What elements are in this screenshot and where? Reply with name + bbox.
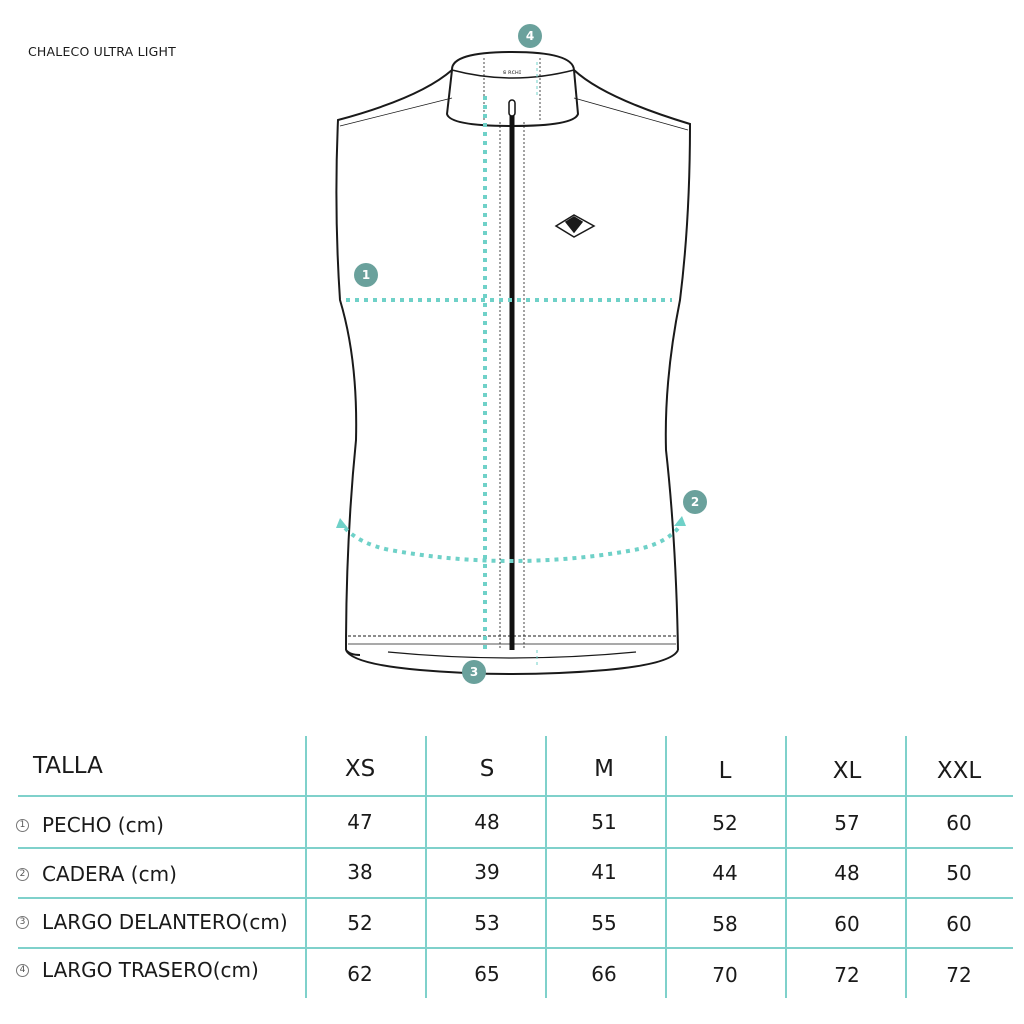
vest-diagram: ꞩ ʀᴄʜɪ 4 1	[335, 24, 707, 684]
table-cell: 55	[591, 911, 617, 935]
table-cell: 65	[474, 962, 500, 986]
badge-3-text: 3	[470, 665, 478, 679]
table-cell: 58	[712, 912, 738, 936]
row-number-icon: 2	[16, 867, 29, 881]
table-cell: 66	[591, 962, 617, 986]
chest-logo-icon	[554, 214, 596, 238]
table-cell: 70	[712, 963, 738, 987]
table-cell: 47	[347, 810, 373, 834]
hip-arrow-left-icon	[336, 518, 348, 528]
vest-collar	[445, 50, 580, 128]
table-cell: 53	[474, 911, 500, 935]
table-cell: 52	[712, 811, 738, 835]
table-cell: 72	[834, 963, 860, 987]
table-divider	[665, 736, 667, 998]
badge-1-text: 1	[362, 268, 370, 282]
badge-1: 1	[354, 263, 378, 287]
table-cell: 41	[591, 860, 617, 884]
badge-2-text: 2	[691, 495, 699, 509]
table-divider	[545, 736, 547, 998]
table-divider	[18, 847, 1013, 849]
badge-4: 4	[518, 24, 542, 48]
size-header: XXL	[936, 758, 982, 784]
row-number-icon: 3	[16, 915, 29, 929]
badge-2: 2	[683, 490, 707, 514]
table-cell: 60	[946, 912, 972, 936]
row-label-text: PECHO (cm)	[42, 813, 164, 837]
hip-measure-line	[343, 524, 682, 563]
size-header: M	[594, 756, 614, 782]
table-cell: 50	[946, 861, 972, 885]
size-header: XS	[344, 756, 376, 782]
row-number-icon: 4	[16, 963, 29, 977]
table-divider	[785, 736, 787, 998]
badge-4-text: 4	[526, 29, 534, 43]
size-header-label: TALLA	[33, 753, 103, 779]
table-cell: 57	[834, 811, 860, 835]
row-number-icon: 1	[16, 818, 29, 832]
table-row-label: 1 PECHO (cm)	[0, 813, 164, 837]
table-cell: 51	[591, 810, 617, 834]
measurement-lines	[343, 62, 682, 668]
size-header: S	[479, 756, 495, 782]
size-header: XL	[832, 758, 862, 784]
vest-body	[335, 69, 692, 675]
table-cell: 62	[347, 962, 373, 986]
table-row-label: 2 CADERA (cm)	[0, 862, 177, 886]
table-cell: 60	[834, 912, 860, 936]
table-divider	[425, 736, 427, 998]
table-divider	[305, 736, 307, 998]
table-row-label: 4 LARGO TRASERO(cm)	[0, 958, 259, 982]
table-cell: 48	[474, 810, 500, 834]
table-divider	[905, 736, 907, 998]
row-label-text: CADERA (cm)	[42, 862, 177, 886]
size-header: L	[718, 758, 732, 784]
table-divider	[18, 897, 1013, 899]
collar-logo-text: ꞩ ʀᴄʜɪ	[503, 69, 521, 76]
table-cell: 60	[946, 811, 972, 835]
table-divider	[18, 795, 1013, 797]
table-cell: 52	[347, 911, 373, 935]
table-divider	[18, 947, 1013, 949]
table-cell: 39	[474, 860, 500, 884]
hip-arrow-right-icon	[674, 516, 686, 526]
table-cell: 38	[347, 860, 373, 884]
product-title: CHALECO ULTRA LIGHT	[28, 44, 176, 59]
row-label-text: LARGO DELANTERO(cm)	[42, 910, 288, 934]
table-row-label: 3 LARGO DELANTERO(cm)	[0, 910, 288, 934]
row-label-text: LARGO TRASERO(cm)	[42, 958, 259, 982]
table-cell: 48	[834, 861, 860, 885]
table-cell: 44	[712, 861, 738, 885]
table-cell: 72	[946, 963, 972, 987]
badge-3: 3	[462, 660, 486, 684]
